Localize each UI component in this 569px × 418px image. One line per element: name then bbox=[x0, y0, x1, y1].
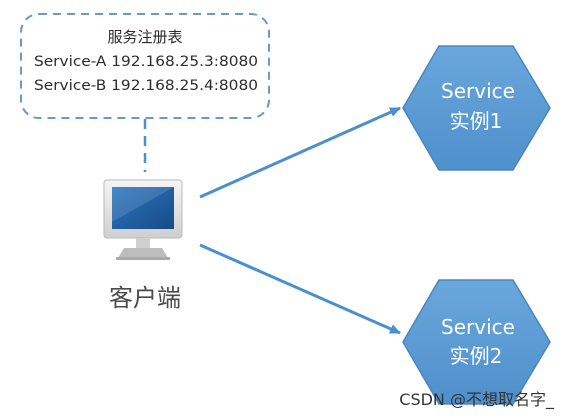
arrow-to-service-2 bbox=[199, 243, 401, 335]
service-2-name: Service bbox=[441, 315, 515, 339]
service-instance-1: Service 实例1 bbox=[402, 45, 551, 171]
computer-monitor-icon bbox=[103, 179, 183, 260]
hexagon-shape bbox=[402, 279, 551, 405]
service-instance-2: Service 实例2 bbox=[402, 279, 551, 405]
service-1-instance: 实例1 bbox=[450, 109, 503, 133]
hexagon-shape bbox=[402, 45, 551, 171]
registry-entry-b: Service-B 192.168.25.4:8080 bbox=[34, 78, 258, 94]
service-1-name: Service bbox=[441, 79, 515, 103]
service-2-instance: 实例2 bbox=[450, 344, 503, 368]
arrow-to-service-1 bbox=[199, 106, 401, 199]
registry-title: 服务注册表 bbox=[107, 28, 182, 46]
watermark: CSDN @不想取名字_ bbox=[399, 390, 555, 410]
client-label: 客户端 bbox=[109, 284, 181, 312]
service-registry: 服务注册表 Service-A 192.168.25.3:8080 Servic… bbox=[20, 13, 270, 119]
registry-dashed-border bbox=[20, 13, 270, 119]
registry-entry-a: Service-A 192.168.25.3:8080 bbox=[34, 54, 258, 70]
